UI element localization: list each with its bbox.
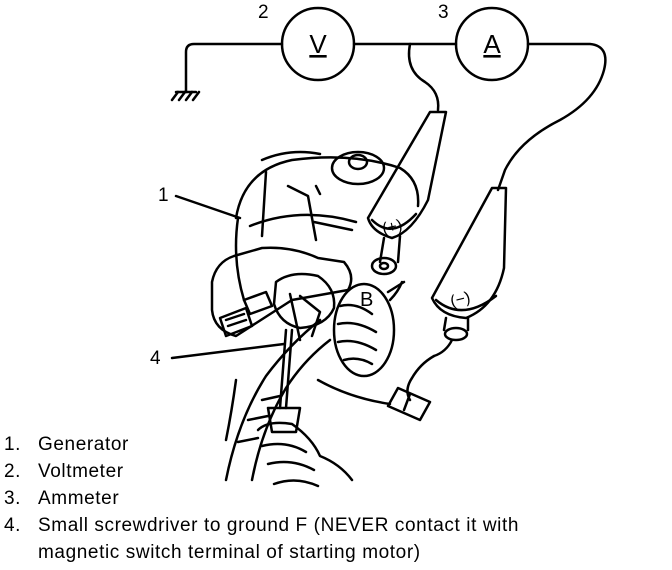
negative-probe-label: (−) (449, 289, 473, 310)
ground-clip-lead (406, 354, 436, 402)
ground-clip (386, 386, 432, 422)
legend: 1. Generator 2. Voltmeter 3. Ammeter 4. … (4, 431, 672, 566)
clip-wire (316, 378, 392, 406)
legend-item: 1. Generator (4, 431, 672, 458)
wire-harness (224, 318, 332, 482)
callout-2: 2 (258, 2, 269, 23)
legend-item-text: Small screwdriver to ground F (NEVER con… (38, 515, 520, 536)
legend-item-number: 3. (4, 488, 22, 509)
legend-item-text: Generator (38, 434, 129, 455)
positive-lead (407, 42, 440, 112)
legend-item-text: Voltmeter (38, 461, 124, 482)
generator-body (210, 150, 420, 378)
callout-1-leader (174, 194, 242, 220)
legend-item-number: 4. (4, 515, 22, 536)
hand (224, 378, 354, 488)
callout-4: 4 (150, 348, 161, 369)
ground-wire (184, 42, 284, 94)
terminal-b-label: B (360, 289, 373, 311)
negative-probe (430, 186, 508, 358)
callout-3: 3 (438, 2, 449, 23)
callout-4-leader (170, 342, 286, 360)
legend-item-continuation: magnetic switch terminal of starting mot… (38, 542, 421, 563)
positive-probe (366, 110, 448, 276)
negative-lead (496, 42, 607, 192)
ammeter-symbol: A (483, 29, 501, 59)
legend-item-number: 2. (4, 461, 22, 482)
positive-probe-label: (+) (381, 217, 404, 238)
legend-item: 4. Small screwdriver to ground F (NEVER … (4, 512, 672, 539)
callout-1: 1 (158, 185, 169, 206)
voltmeter-symbol: V (309, 29, 327, 59)
legend-item-number: 1. (4, 434, 22, 455)
legend-item: 3. Ammeter (4, 485, 672, 512)
legend-item: 2. Voltmeter (4, 458, 672, 485)
legend-item-text: Ammeter (38, 488, 120, 509)
ground-symbol (170, 90, 201, 102)
